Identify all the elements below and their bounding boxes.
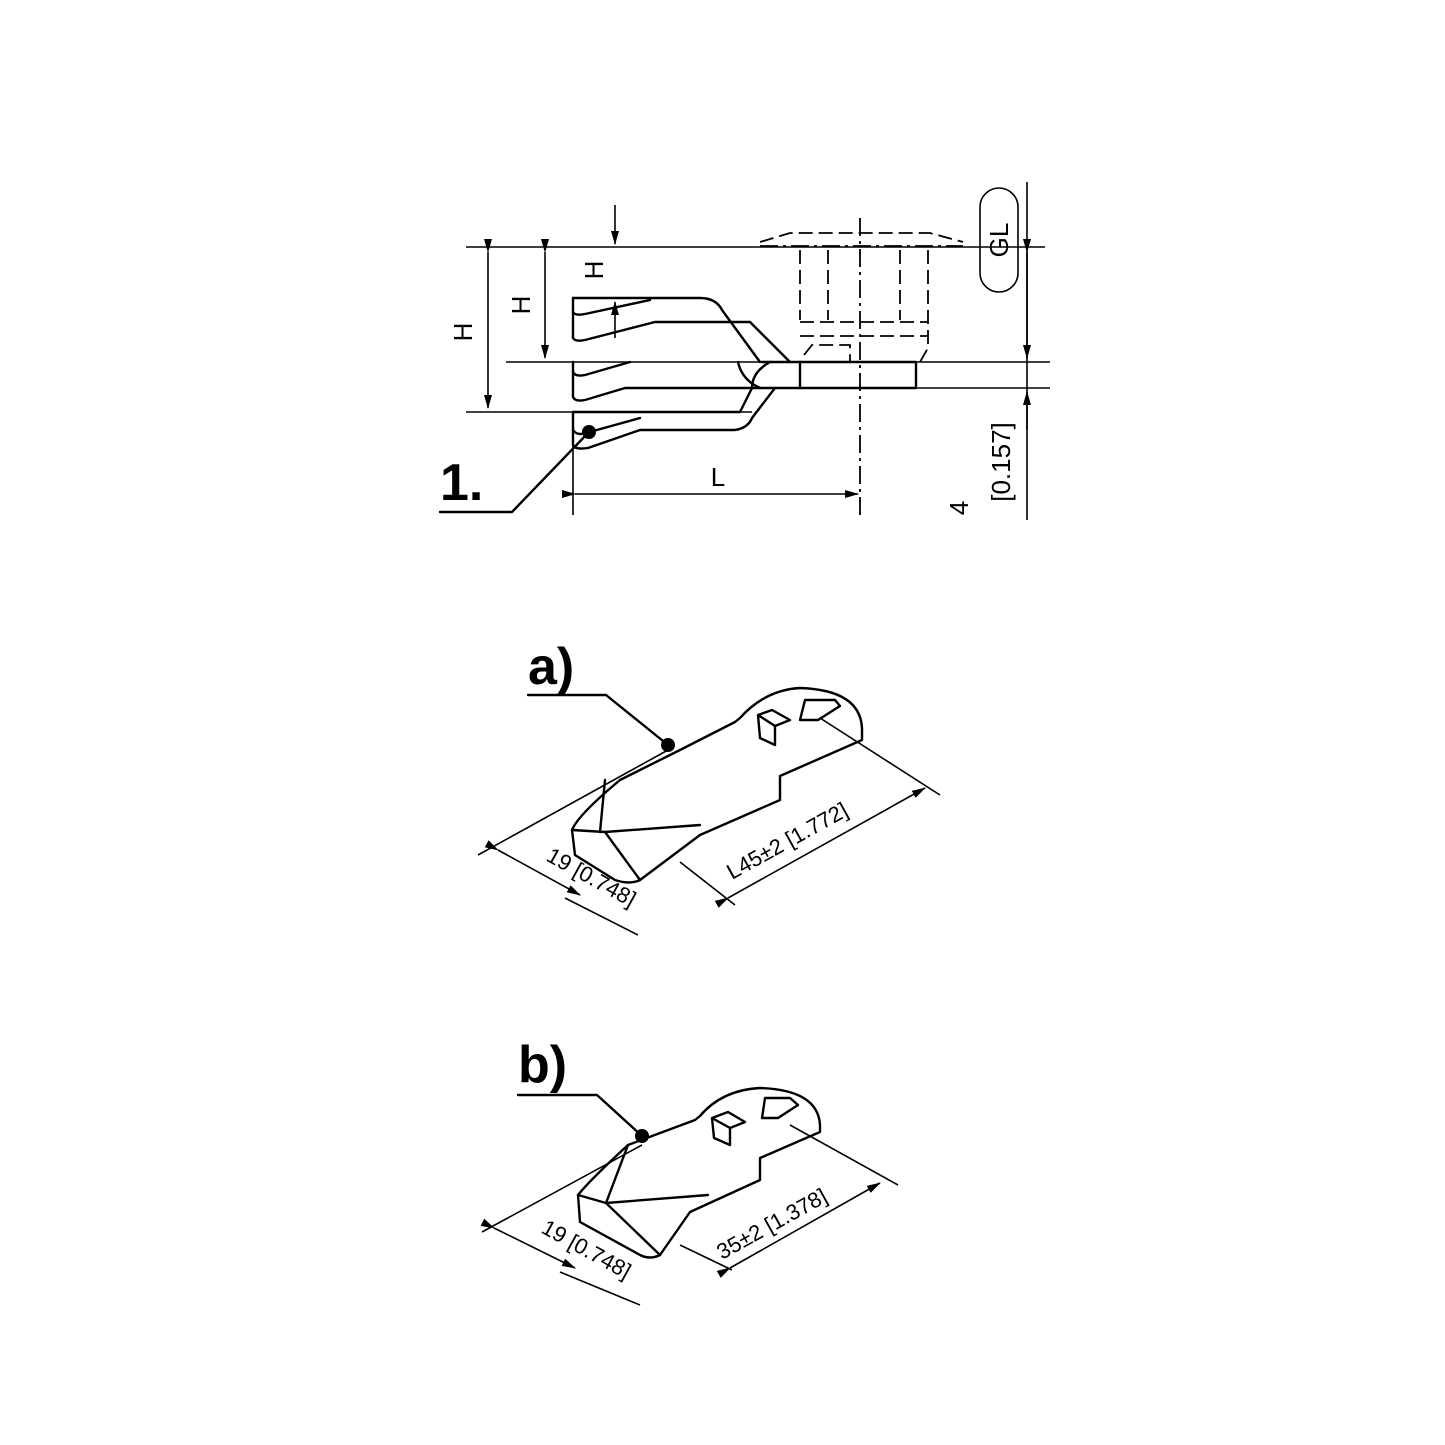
gl-badge xyxy=(979,187,1019,293)
variant-a-length-dim: L45±2 [1.772] xyxy=(722,797,852,884)
thickness-dim-inch: [0.157] xyxy=(986,422,1016,502)
side-view: H H H L GL 4 [0.157] xyxy=(438,182,1050,520)
h-label-middle: H xyxy=(506,296,536,315)
h-label-outer: H xyxy=(448,323,478,342)
variant-b-length-dim: 35±2 [1.378] xyxy=(712,1183,831,1264)
variant-b: b) 19 [0.748] 35±2 [1.378] xyxy=(480,1036,899,1306)
h-label-inner: H xyxy=(579,261,609,280)
l-label: L xyxy=(711,462,725,492)
variant-a-label: a) xyxy=(528,638,574,696)
variant-a: a) 19 [0.748] L45±2 [1.772] xyxy=(477,638,941,936)
variant-b-label: b) xyxy=(518,1036,567,1094)
thickness-dim: 4 xyxy=(944,501,974,515)
gl-label: GL xyxy=(984,223,1014,258)
variant-a-width-dim: 19 [0.748] xyxy=(543,843,641,912)
callout-1: 1. xyxy=(440,454,483,512)
